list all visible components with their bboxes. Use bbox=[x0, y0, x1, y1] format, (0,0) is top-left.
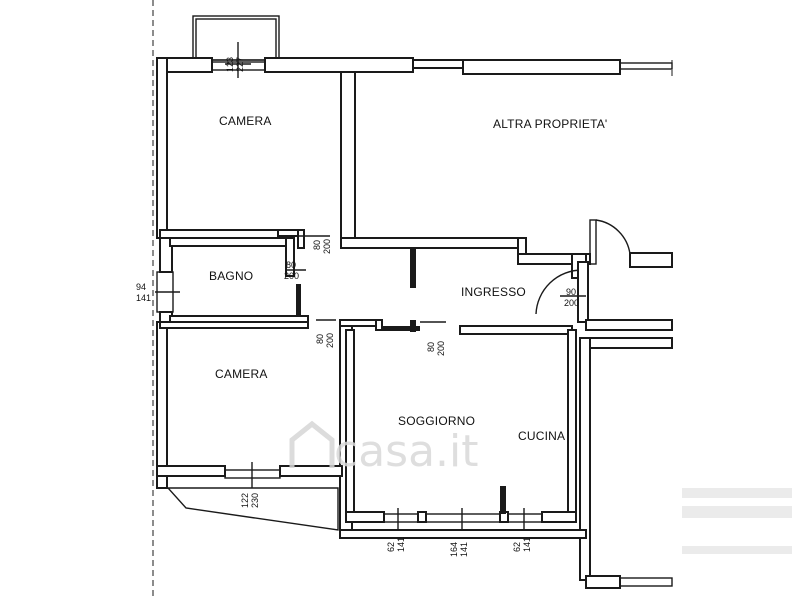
svg-text:200: 200 bbox=[436, 341, 446, 356]
watermark-text: casa.it bbox=[334, 426, 479, 477]
room-label-bagno: BAGNO bbox=[209, 269, 253, 283]
wall-camera-top-bottom bbox=[159, 229, 279, 239]
wall-top-right-2 bbox=[462, 59, 621, 75]
door-soggiorno-leaf bbox=[382, 326, 420, 331]
wall-top-right-1 bbox=[412, 59, 464, 69]
window-soggiorno-right bbox=[507, 513, 543, 523]
svg-text:80: 80 bbox=[426, 342, 436, 352]
svg-text:227: 227 bbox=[235, 57, 245, 72]
door-frame-ext bbox=[589, 219, 597, 265]
wall-top-mid bbox=[264, 57, 414, 73]
dim-bagno-door: 80 200 bbox=[284, 260, 299, 281]
door-swing-ext bbox=[595, 219, 631, 255]
window-right-bottom bbox=[619, 577, 673, 587]
wall-soggiorno-right bbox=[567, 329, 577, 517]
wall-right-corridor bbox=[585, 319, 673, 331]
dim-camera-bottom-window: 122 230 bbox=[240, 493, 260, 508]
room-label-cucina: CUCINA bbox=[518, 429, 565, 443]
wall-camera-bottom-bottom-l bbox=[156, 465, 226, 477]
dimension-ticks bbox=[155, 42, 586, 530]
wall-camera-bottom-bottom-r bbox=[279, 465, 343, 477]
svg-text:80: 80 bbox=[312, 240, 322, 250]
wall-left-lower bbox=[156, 321, 168, 489]
dim-camera-door: 80 200 bbox=[312, 239, 332, 254]
window-top-right bbox=[619, 62, 673, 70]
wall-soggiorno-bottom-r bbox=[541, 511, 577, 523]
room-label-camera-bottom: CAMERA bbox=[215, 367, 268, 381]
door-soggiorno-jamb bbox=[410, 320, 416, 332]
dim-soggiorno-door: 80 200 bbox=[426, 341, 446, 356]
dim-soggiorno-window-left: 62 141 bbox=[386, 537, 406, 552]
wall-soggiorno-left bbox=[345, 329, 355, 517]
door-jamb-camera-top bbox=[297, 229, 305, 249]
balcony-top-inner bbox=[195, 18, 277, 61]
window-soggiorno-mid bbox=[425, 513, 501, 523]
wall-soggiorno-top-stub bbox=[375, 319, 383, 331]
wall-bagno-right-top bbox=[285, 237, 295, 277]
dim-entry-door: 90 200 bbox=[564, 287, 579, 308]
svg-text:62: 62 bbox=[386, 542, 396, 552]
wall-right-bottom bbox=[585, 575, 621, 589]
wall-entry-jamb bbox=[577, 261, 589, 323]
wall-soggiorno-ext bbox=[339, 529, 587, 539]
door-bagno-leaf bbox=[296, 284, 301, 320]
wall-soggiorno-bottom-m1 bbox=[417, 511, 427, 523]
stub-cucina bbox=[500, 486, 506, 514]
svg-text:141: 141 bbox=[396, 537, 406, 552]
room-label-altra-proprieta: ALTRA PROPRIETA' bbox=[493, 117, 607, 131]
room-label-soggiorno: SOGGIORNO bbox=[398, 414, 475, 428]
wall-camera-bottom-top bbox=[159, 321, 309, 329]
svg-text:230: 230 bbox=[250, 493, 260, 508]
svg-text:200: 200 bbox=[564, 298, 579, 308]
svg-text:80: 80 bbox=[315, 334, 325, 344]
stub-ingresso bbox=[410, 248, 416, 288]
wall-camera-top-right bbox=[340, 71, 356, 249]
room-label-camera-top: CAMERA bbox=[219, 114, 272, 128]
wall-bagno-top bbox=[169, 237, 293, 247]
dim-soggiorno-window-right: 62 141 bbox=[512, 537, 532, 552]
svg-text:94: 94 bbox=[136, 282, 146, 292]
svg-text:141: 141 bbox=[136, 293, 151, 303]
svg-text:90: 90 bbox=[566, 287, 576, 297]
terrace-bottom bbox=[166, 487, 339, 531]
dim-soggiorno-window-mid: 164 141 bbox=[449, 542, 469, 557]
window-soggiorno-left bbox=[383, 513, 419, 523]
svg-text:122: 122 bbox=[240, 493, 250, 508]
dim-bagno-window: 94 141 bbox=[136, 282, 151, 303]
ghost-mark bbox=[682, 488, 792, 554]
wall-soggiorno-top-l bbox=[339, 319, 377, 327]
svg-text:141: 141 bbox=[522, 537, 532, 552]
door-swing-entry bbox=[535, 269, 583, 315]
wall-soggiorno-bottom-l bbox=[345, 511, 385, 523]
wall-right-upper bbox=[629, 252, 673, 268]
dim-top-window: 123 227 bbox=[225, 57, 245, 72]
house-icon bbox=[289, 420, 335, 468]
svg-text:200: 200 bbox=[284, 271, 299, 281]
room-label-ingresso: INGRESSO bbox=[461, 285, 526, 299]
wall-soggiorno-top-r bbox=[459, 325, 573, 335]
svg-text:62: 62 bbox=[512, 542, 522, 552]
watermark: casa.it bbox=[289, 420, 479, 477]
svg-text:200: 200 bbox=[322, 239, 332, 254]
svg-text:200: 200 bbox=[325, 333, 335, 348]
svg-text:164: 164 bbox=[449, 542, 459, 557]
svg-text:80: 80 bbox=[286, 260, 296, 270]
balcony-top bbox=[192, 15, 280, 61]
dim-camera-bottom-door: 80 200 bbox=[315, 333, 335, 348]
svg-text:141: 141 bbox=[459, 542, 469, 557]
wall-altra-bottom bbox=[340, 237, 524, 249]
wall-left-upper bbox=[156, 57, 168, 239]
svg-text:123: 123 bbox=[225, 57, 235, 72]
wall-right-lower bbox=[579, 337, 673, 349]
wall-right-vertical bbox=[579, 337, 591, 581]
